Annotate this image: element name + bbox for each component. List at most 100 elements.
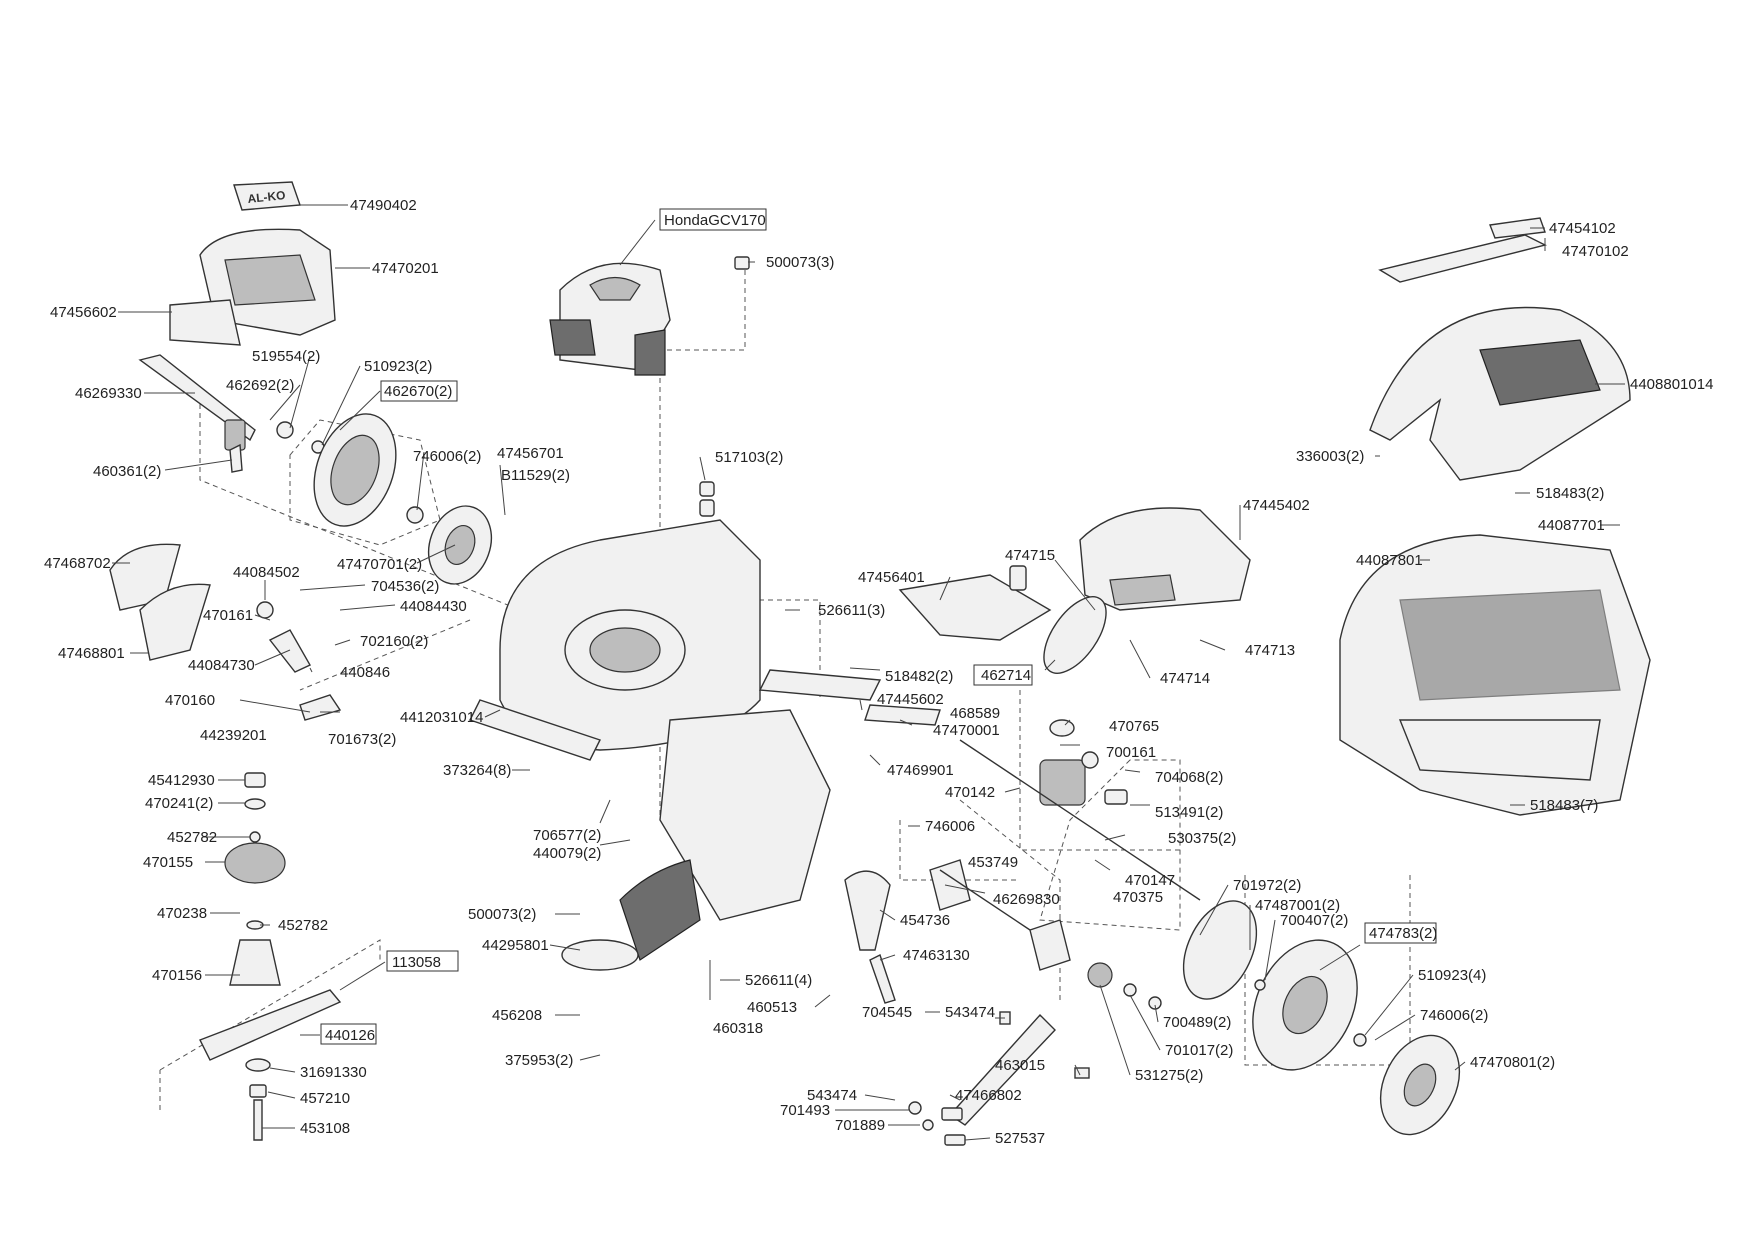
label-336003: 336003(2)	[1296, 448, 1364, 465]
gearbox	[959, 719, 1201, 901]
label-543474b: 543474	[807, 1087, 857, 1104]
label-470238: 470238	[157, 905, 207, 922]
rear-axle	[138, 354, 325, 473]
label-456208: 456208	[492, 1007, 542, 1024]
label-519554: 519554(2)	[252, 348, 320, 365]
label-470142: 470142	[945, 784, 995, 801]
label-470375: 470375	[1113, 889, 1163, 906]
label-b11529: B11529(2)	[501, 467, 570, 484]
label-452782a: 452782	[167, 829, 217, 846]
label-4408801014: 4408801014	[1630, 376, 1713, 393]
rear-cover	[169, 228, 336, 346]
label-518483b: 518483(7)	[1530, 797, 1598, 814]
label-470241: 470241(2)	[145, 795, 213, 812]
logo-badge-text: AL-KO	[247, 188, 286, 206]
label-31691330: 31691330	[300, 1064, 367, 1081]
drive-belt	[1043, 596, 1107, 674]
label-47454102: 47454102	[1549, 220, 1616, 237]
label-463015: 463015	[995, 1057, 1045, 1074]
label-460513: 460513	[747, 999, 797, 1016]
label-474714: 474714	[1160, 670, 1210, 687]
label-500073b: 500073(2)	[468, 906, 536, 923]
label-44295801: 44295801	[482, 937, 549, 954]
label-460361: 460361(2)	[93, 463, 161, 480]
label-518483a: 518483(2)	[1536, 485, 1604, 502]
label-44084430: 44084430	[400, 598, 467, 615]
label-47470001: 47470001	[933, 722, 1000, 739]
label-44084730: 44084730	[188, 657, 255, 674]
label-701673: 701673(2)	[328, 731, 396, 748]
label-531275: 531275(2)	[1135, 1067, 1203, 1084]
label-440126: 440126	[325, 1027, 375, 1044]
front-axle-bracket	[844, 859, 1071, 1004]
label-510923b: 510923(4)	[1418, 967, 1486, 984]
mower-deck	[469, 481, 761, 761]
label-460318: 460318	[713, 1020, 763, 1037]
label-engine: HondaGCV170	[664, 212, 766, 229]
rear-chute	[561, 669, 941, 971]
label-452782b: 452782	[278, 917, 328, 934]
label-543474a: 543474	[945, 1004, 995, 1021]
label-44084502: 44084502	[233, 564, 300, 581]
label-47456401: 47456401	[858, 569, 925, 586]
label-518482: 518482(2)	[885, 668, 953, 685]
label-440079: 440079(2)	[533, 845, 601, 862]
label-470156: 470156	[152, 967, 202, 984]
label-701017: 701017(2)	[1165, 1042, 1233, 1059]
label-510923a: 510923(2)	[364, 358, 432, 375]
boxed-labels	[320, 208, 1437, 1045]
label-526611a: 526611(3)	[818, 602, 885, 619]
label-46269330: 46269330	[75, 385, 142, 402]
blade-assembly	[199, 772, 342, 1141]
label-500073a: 500073(3)	[766, 254, 834, 271]
label-47445402: 47445402	[1243, 497, 1310, 514]
label-706577: 706577(2)	[533, 827, 601, 844]
label-470161: 470161	[203, 607, 253, 624]
label-530375: 530375(2)	[1168, 830, 1236, 847]
label-470160: 470160	[165, 692, 215, 709]
label-474783: 474783(2)	[1369, 925, 1437, 942]
label-462714: 462714	[981, 667, 1031, 684]
logo-badge: AL-KO	[233, 181, 301, 211]
front-left-guards	[109, 543, 342, 721]
part-labels: HondaGCV170 47490402 47470201 47456602 5…	[44, 197, 1713, 1147]
label-44087701: 44087701	[1538, 517, 1605, 534]
label-47487001: 47487001(2)	[1255, 897, 1340, 914]
label-746006a: 746006(2)	[413, 448, 481, 465]
rear-wheel-left	[313, 413, 493, 585]
label-440846: 440846	[340, 664, 390, 681]
label-47463130: 47463130	[903, 947, 970, 964]
label-47470801: 47470801(2)	[1470, 1054, 1555, 1071]
label-47468801: 47468801	[58, 645, 125, 662]
label-527537: 527537	[995, 1130, 1045, 1147]
label-462670: 462670(2)	[384, 383, 452, 400]
label-704545: 704545	[862, 1004, 912, 1021]
label-704068: 704068(2)	[1155, 769, 1223, 786]
label-746006c: 746006(2)	[1420, 1007, 1488, 1024]
grass-catcher	[1339, 534, 1651, 816]
label-468589: 468589	[950, 705, 1000, 722]
label-457210: 457210	[300, 1090, 350, 1107]
label-47456701: 47456701	[497, 445, 564, 462]
label-513491: 513491(2)	[1155, 804, 1223, 821]
front-wheel-right	[1182, 900, 1461, 1136]
label-453108: 453108	[300, 1120, 350, 1137]
label-47445602: 47445602	[877, 691, 944, 708]
label-470147: 470147	[1125, 872, 1175, 889]
label-44087801: 44087801	[1356, 552, 1423, 569]
label-700489: 700489(2)	[1163, 1014, 1231, 1031]
label-462692: 462692(2)	[226, 377, 294, 394]
label-47490402: 47490402	[350, 197, 417, 214]
label-47468702: 47468702	[44, 555, 111, 572]
label-44239201: 44239201	[200, 727, 267, 744]
label-47456602: 47456602	[50, 304, 117, 321]
label-47470201: 47470201	[372, 260, 439, 277]
leader-lines	[112, 204, 1625, 1141]
label-47470102: 47470102	[1562, 243, 1629, 260]
label-474715: 474715	[1005, 547, 1055, 564]
label-470765: 470765	[1109, 718, 1159, 735]
label-701889: 701889	[835, 1117, 885, 1134]
label-45412930: 45412930	[148, 772, 215, 789]
